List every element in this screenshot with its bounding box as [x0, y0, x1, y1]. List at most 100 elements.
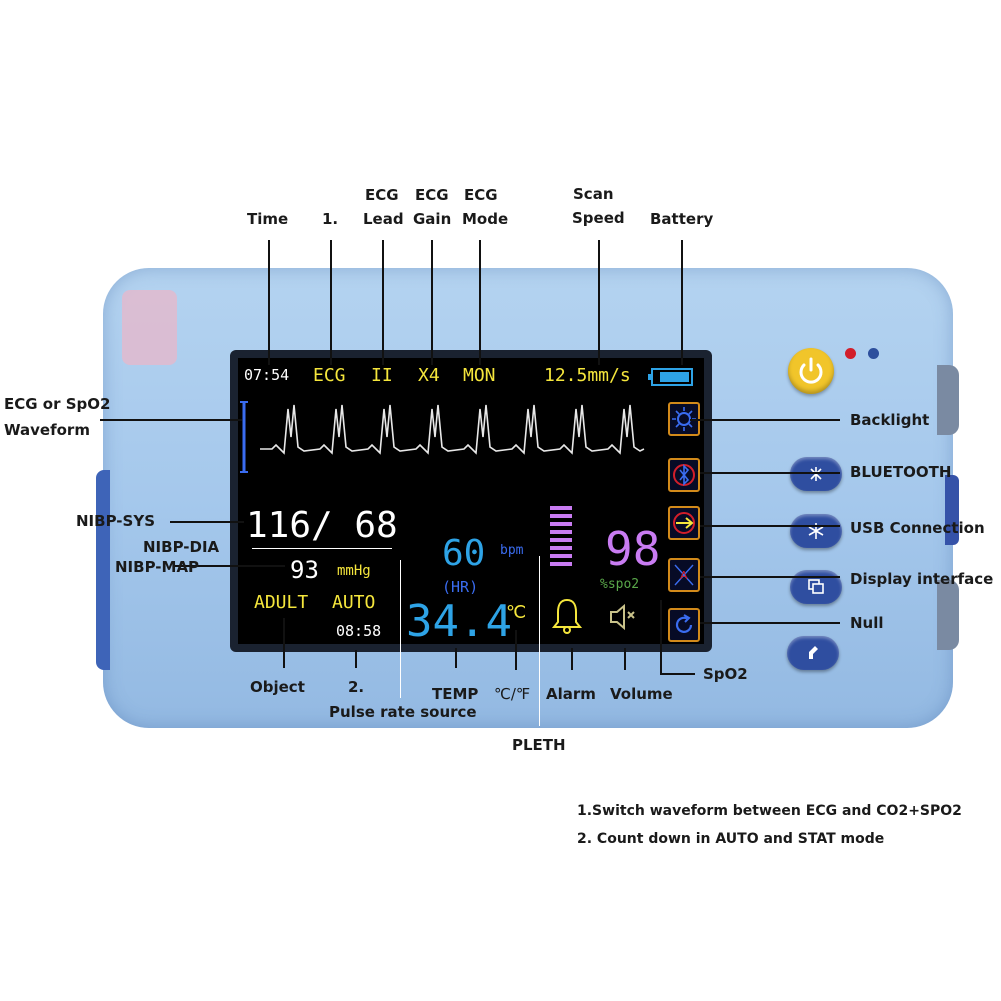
- power-icon: [799, 357, 823, 384]
- usb-button[interactable]: [790, 514, 842, 548]
- side-port: [945, 475, 959, 545]
- label-nibp-map: NIBP-MAP: [115, 558, 200, 576]
- ecg-waveform: [240, 401, 645, 473]
- line-switch: [330, 240, 332, 365]
- line-speed: [598, 240, 600, 365]
- line-usb: [700, 525, 840, 527]
- line-lead: [382, 240, 384, 365]
- temp-unit: ℃: [506, 602, 527, 623]
- screen-time: 07:54: [244, 366, 290, 384]
- display-windows-icon: [808, 579, 824, 594]
- label-time: Time: [247, 210, 289, 228]
- label-spo2: SpO2: [703, 665, 748, 683]
- screen-ecg-mode: MON: [463, 365, 496, 386]
- line-backlight: [690, 419, 840, 421]
- label-usb: USB Connection: [850, 519, 985, 537]
- screen-speed: 12.5mm/s: [544, 365, 631, 386]
- label-object: Object: [250, 678, 305, 696]
- temp-value: 34.4: [406, 596, 512, 644]
- label-temp-unit: ℃/℉: [494, 685, 531, 703]
- bluetooth-button-icon: [810, 467, 822, 481]
- null-key[interactable]: [668, 608, 700, 642]
- alarm-bell-icon[interactable]: [550, 596, 584, 634]
- label-scan-1: Scan: [573, 185, 614, 203]
- label-volume: Volume: [610, 685, 673, 703]
- line-temp-unit: [515, 630, 517, 670]
- note-switch-waveform: 1.Switch waveform between ECG and CO2+SP…: [577, 803, 962, 819]
- display-icon: A: [674, 564, 694, 586]
- label-alarm: Alarm: [546, 685, 596, 703]
- spo2-label: %spo2: [600, 577, 640, 592]
- snowflake-icon: [808, 523, 824, 539]
- bluetooth-icon: [673, 464, 695, 486]
- pleth-bar: [550, 506, 572, 566]
- refresh-icon: [675, 614, 693, 633]
- line-nibp-map: [175, 565, 285, 567]
- line-null: [700, 622, 840, 624]
- line-bluetooth: [700, 472, 840, 474]
- screen-gain: X4: [418, 365, 440, 386]
- svg-text:A: A: [680, 569, 688, 582]
- object-value: ADULT: [254, 592, 309, 613]
- power-button[interactable]: [788, 348, 834, 394]
- label-waveform-2: Waveform: [4, 421, 90, 439]
- display-button[interactable]: [790, 570, 842, 604]
- label-ecg-lead-1: ECG: [365, 186, 399, 204]
- line-gain: [431, 240, 433, 365]
- spo2-value: 98: [605, 522, 661, 576]
- label-ecg-lead-2: Lead: [363, 210, 404, 228]
- bluetooth-key[interactable]: [668, 458, 700, 492]
- led-red: [845, 348, 856, 359]
- led-blue: [868, 348, 879, 359]
- label-backlight: Backlight: [850, 411, 930, 429]
- label-countdown-marker: 2.: [348, 678, 365, 696]
- line-spo2-h: [660, 673, 695, 675]
- line-volume: [624, 648, 626, 670]
- auto-value: AUTO: [332, 592, 376, 613]
- label-nibp-dia: NIBP-DIA: [143, 538, 220, 556]
- screen-mode: ECG: [313, 365, 346, 386]
- label-ecg-gain-2: Gain: [413, 210, 452, 228]
- speaker-muted-icon[interactable]: [608, 602, 638, 632]
- label-nibp-sys: NIBP-SYS: [76, 512, 155, 530]
- mmhg-unit: mmHg: [337, 563, 371, 579]
- countdown-value: 08:58: [336, 622, 382, 640]
- line-pulse-source: [400, 560, 401, 698]
- label-pulse-rate-source: Pulse rate source: [329, 703, 477, 721]
- label-ecg-mode-2: Mode: [462, 210, 509, 228]
- null-button[interactable]: [787, 636, 839, 670]
- label-switch-marker: 1.: [322, 210, 339, 228]
- label-display-interface: Display interface: [850, 570, 994, 588]
- hand-icon: [809, 646, 818, 659]
- display-key[interactable]: A: [668, 558, 700, 592]
- line-pleth: [539, 556, 540, 726]
- line-spo2: [660, 600, 662, 673]
- note-countdown: 2. Count down in AUTO and STAT mode: [577, 831, 885, 847]
- line-waveform: [100, 419, 242, 421]
- usb-key[interactable]: [668, 506, 700, 540]
- line-mode: [479, 240, 481, 365]
- label-pleth: PLETH: [512, 736, 566, 754]
- label-temp: TEMP: [432, 685, 479, 703]
- side-knob-top: [937, 365, 959, 435]
- label-bluetooth: BLUETOOTH: [850, 463, 952, 481]
- battery-icon: [648, 368, 693, 386]
- screen-lead: II: [371, 365, 393, 386]
- nibp-value: 116/ 68: [246, 505, 398, 546]
- label-waveform-1: ECG or SpO2: [4, 395, 111, 413]
- side-knob-bottom: [937, 580, 959, 650]
- label-battery: Battery: [650, 210, 714, 228]
- line-time: [268, 240, 270, 365]
- usb-icon: [673, 512, 695, 534]
- hr-value: 60: [442, 533, 486, 574]
- bluetooth-button[interactable]: [790, 457, 842, 491]
- label-ecg-gain-1: ECG: [415, 186, 449, 204]
- label-scan-2: Speed: [572, 209, 625, 227]
- bpm-unit: bpm: [500, 543, 524, 558]
- sensor-window: [122, 290, 177, 365]
- line-battery: [681, 240, 683, 365]
- monitor-screen: 07:54 ECG II X4 MON 12.5mm/s 116/ 68 93 …: [238, 358, 704, 644]
- label-ecg-mode-1: ECG: [464, 186, 498, 204]
- line-nibp-sys: [170, 521, 244, 523]
- map-value: 93: [290, 556, 319, 584]
